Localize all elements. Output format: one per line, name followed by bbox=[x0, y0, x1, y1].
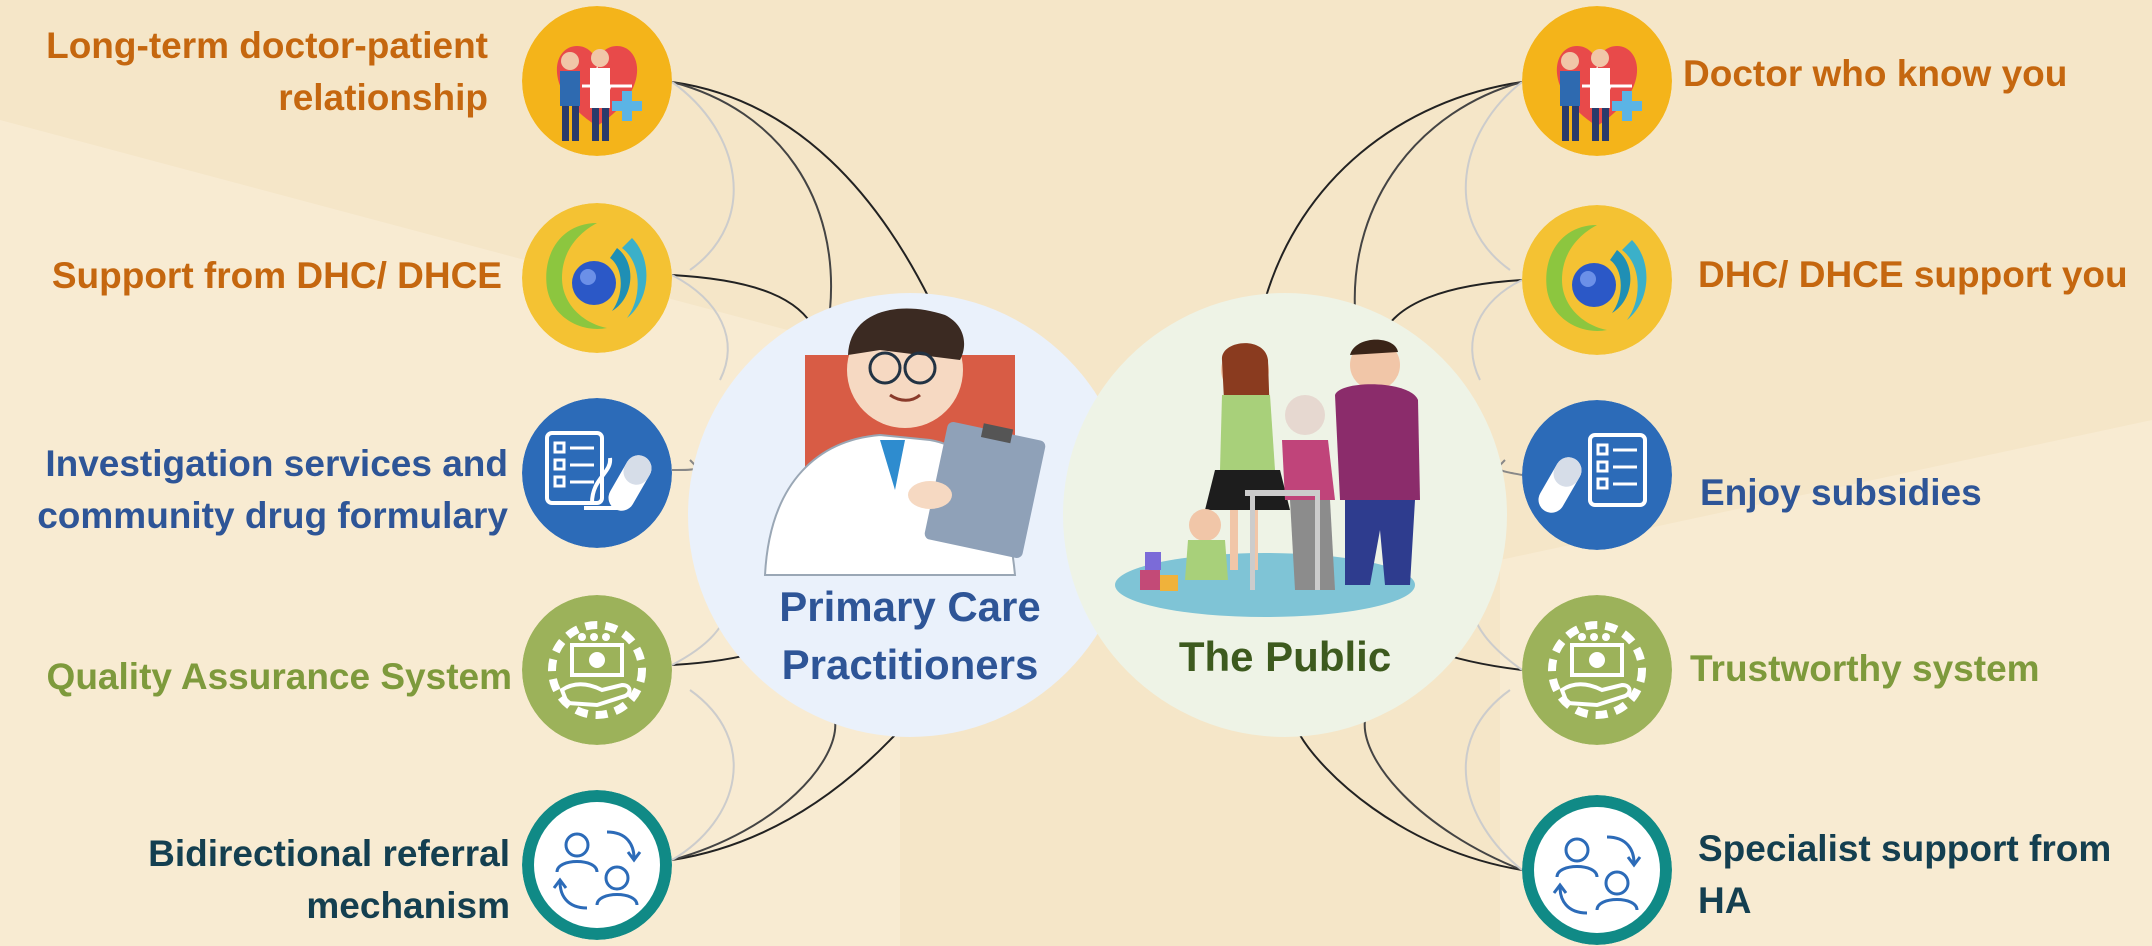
right-item-4-label: Trustworthy system bbox=[1690, 643, 2140, 695]
left-item-5-line2: mechanism bbox=[306, 885, 510, 926]
left-item-2-label: Support from DHC/ DHCE bbox=[0, 250, 502, 302]
dhc-swirl-logo-icon-right bbox=[1522, 205, 1672, 355]
primary-care-hub bbox=[688, 293, 1132, 737]
hub-left-title-line1: Primary Care bbox=[779, 583, 1041, 630]
checklist-microscope-pill-icon-right bbox=[1522, 400, 1672, 550]
gear-hand-money-icon-right bbox=[1522, 595, 1672, 745]
doctor-patient-heart-icon-right bbox=[1522, 6, 1672, 156]
left-item-1-line1: Long-term doctor-patient bbox=[46, 25, 488, 66]
doctor-patient-heart-icon bbox=[522, 6, 672, 156]
left-item-4-line1: Quality Assurance System bbox=[46, 656, 512, 697]
gear-hand-money-icon bbox=[522, 595, 672, 745]
dhc-swirl-logo-icon bbox=[522, 203, 672, 353]
right-item-5-line2: HA bbox=[1698, 880, 1752, 921]
right-item-1-label: Doctor who know you bbox=[1683, 48, 2143, 100]
left-item-3-line1: Investigation services and bbox=[45, 443, 508, 484]
right-item-3-label: Enjoy subsidies bbox=[1700, 467, 2140, 519]
left-item-5-label: Bidirectional referral mechanism bbox=[0, 828, 510, 932]
left-item-4-label: Quality Assurance System bbox=[0, 651, 512, 703]
left-item-3-line2: community drug formulary bbox=[37, 495, 508, 536]
right-item-2-line1: DHC/ DHCE support you bbox=[1698, 254, 2128, 295]
right-item-4-line1: Trustworthy system bbox=[1690, 648, 2040, 689]
left-item-3-label: Investigation services and community dru… bbox=[0, 438, 508, 542]
left-item-1-line2: relationship bbox=[278, 77, 488, 118]
doctor-illustration bbox=[763, 308, 1046, 576]
family-illustration bbox=[1115, 339, 1420, 617]
right-item-1-line1: Doctor who know you bbox=[1683, 53, 2068, 94]
checklist-microscope-pill-icon bbox=[522, 398, 672, 548]
left-item-1-label: Long-term doctor-patient relationship bbox=[0, 20, 488, 124]
primary-care-practitioners-title: Primary Care Practitioners bbox=[700, 578, 1120, 694]
right-item-3-line1: Enjoy subsidies bbox=[1700, 472, 1982, 513]
right-item-5-line1: Specialist support from bbox=[1698, 828, 2112, 869]
referral-arrows-icon bbox=[522, 790, 672, 940]
right-item-2-label: DHC/ DHCE support you bbox=[1698, 249, 2150, 301]
left-item-2-line1: Support from DHC/ DHCE bbox=[51, 255, 502, 296]
referral-arrows-icon-right bbox=[1522, 795, 1672, 945]
the-public-title: The Public bbox=[1075, 628, 1495, 686]
hub-left-title-line2: Practitioners bbox=[781, 641, 1039, 688]
left-item-5-line1: Bidirectional referral bbox=[148, 833, 510, 874]
right-item-5-label: Specialist support from HA bbox=[1698, 823, 2148, 927]
hub-right-title: The Public bbox=[1178, 633, 1392, 680]
public-hub bbox=[1063, 293, 1507, 737]
